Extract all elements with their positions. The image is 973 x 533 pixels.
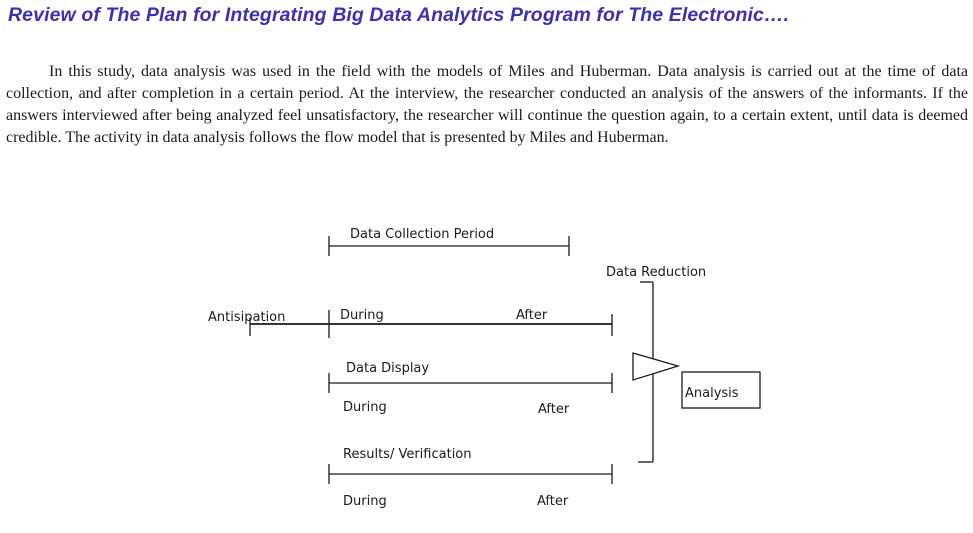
collection-period-bracket (328, 236, 570, 256)
row1-line (249, 310, 613, 338)
data-display-label: Data Display (346, 361, 429, 376)
row3-line (328, 464, 613, 484)
anticipation-label: Antisipation (208, 310, 285, 325)
verification-label: Results/ Verification (343, 447, 472, 462)
page-title: Review of The Plan for Integrating Big D… (8, 4, 790, 26)
analysis-box (681, 371, 761, 409)
row3-after-label: After (537, 494, 569, 509)
row1-during-label: During (340, 308, 384, 323)
body-paragraph: In this study, data analysis was used in… (6, 63, 968, 146)
data-reduction-label: Data Reduction (606, 265, 706, 280)
analysis-label: Analysis (685, 386, 739, 401)
row2-line (328, 373, 613, 393)
collection-period-label: Data Collection Period (350, 227, 494, 242)
arrow-triangle-icon (632, 352, 681, 381)
row2-after-label: After (538, 402, 570, 417)
row2-during-label: During (343, 400, 387, 415)
row3-during-label: During (343, 494, 387, 509)
row1-after-label: After (516, 308, 548, 323)
